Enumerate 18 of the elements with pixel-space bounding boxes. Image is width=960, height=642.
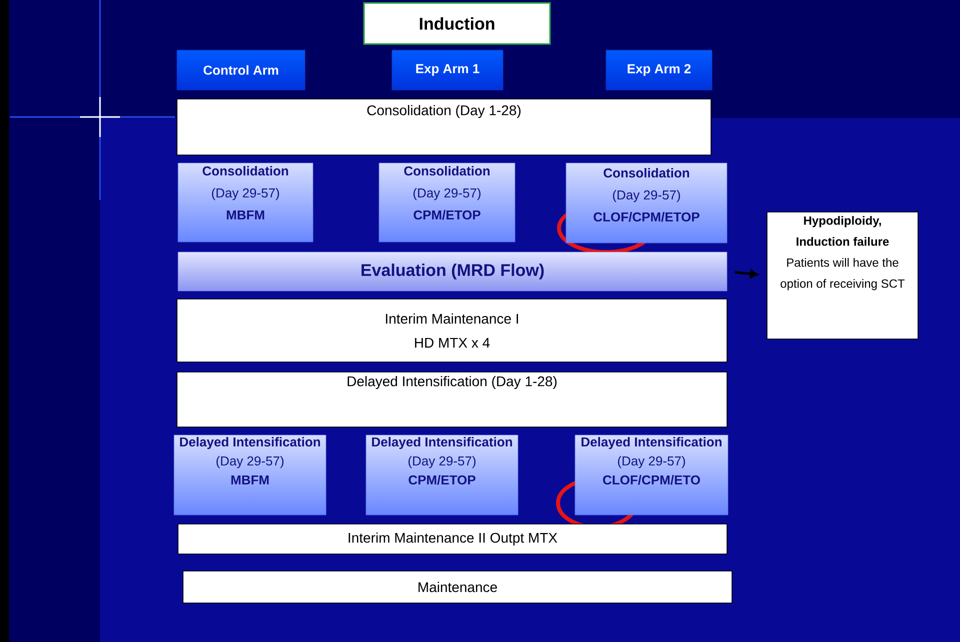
phase-box: Interim Maintenance II Outpt MTX bbox=[178, 524, 728, 554]
arm-box: Delayed Intensification (Day 29-57) CPM/ETOP bbox=[366, 434, 518, 516]
phase-box: Induction bbox=[363, 2, 551, 45]
arm-box: Delayed Intensification (Day 29-57) MBFM bbox=[174, 434, 326, 516]
phase-box: Interim Maintenance I HD MTX x 4 bbox=[176, 298, 728, 362]
evaluation-bar: Evaluation (MRD Flow) bbox=[178, 252, 728, 292]
arrow bbox=[734, 270, 758, 278]
arm-box: Consolidation (Day 29-57) CLOF/CPM/ETOP bbox=[566, 162, 728, 244]
arm-header-box: Exp Arm 2 bbox=[606, 50, 712, 90]
arm-header-box: Control Arm bbox=[176, 50, 306, 90]
phase-box: Consolidation (Day 1-28) bbox=[176, 98, 712, 156]
arm-header-box: Exp Arm 1 bbox=[392, 50, 504, 90]
arm-box: Consolidation (Day 29-57) MBFM bbox=[178, 162, 314, 242]
arm-box: Delayed Intensification (Day 29-57) CLOF/CPM/ETO bbox=[574, 434, 728, 516]
note-box: Hypodiploidy, Induction failure Patients will have the option of receiving SCT bbox=[766, 212, 918, 340]
phase-box: Delayed Intensification (Day 1-28) bbox=[176, 372, 728, 428]
phase-box: Maintenance bbox=[182, 570, 732, 604]
arm-box: Consolidation (Day 29-57) CPM/ETOP bbox=[378, 162, 516, 242]
